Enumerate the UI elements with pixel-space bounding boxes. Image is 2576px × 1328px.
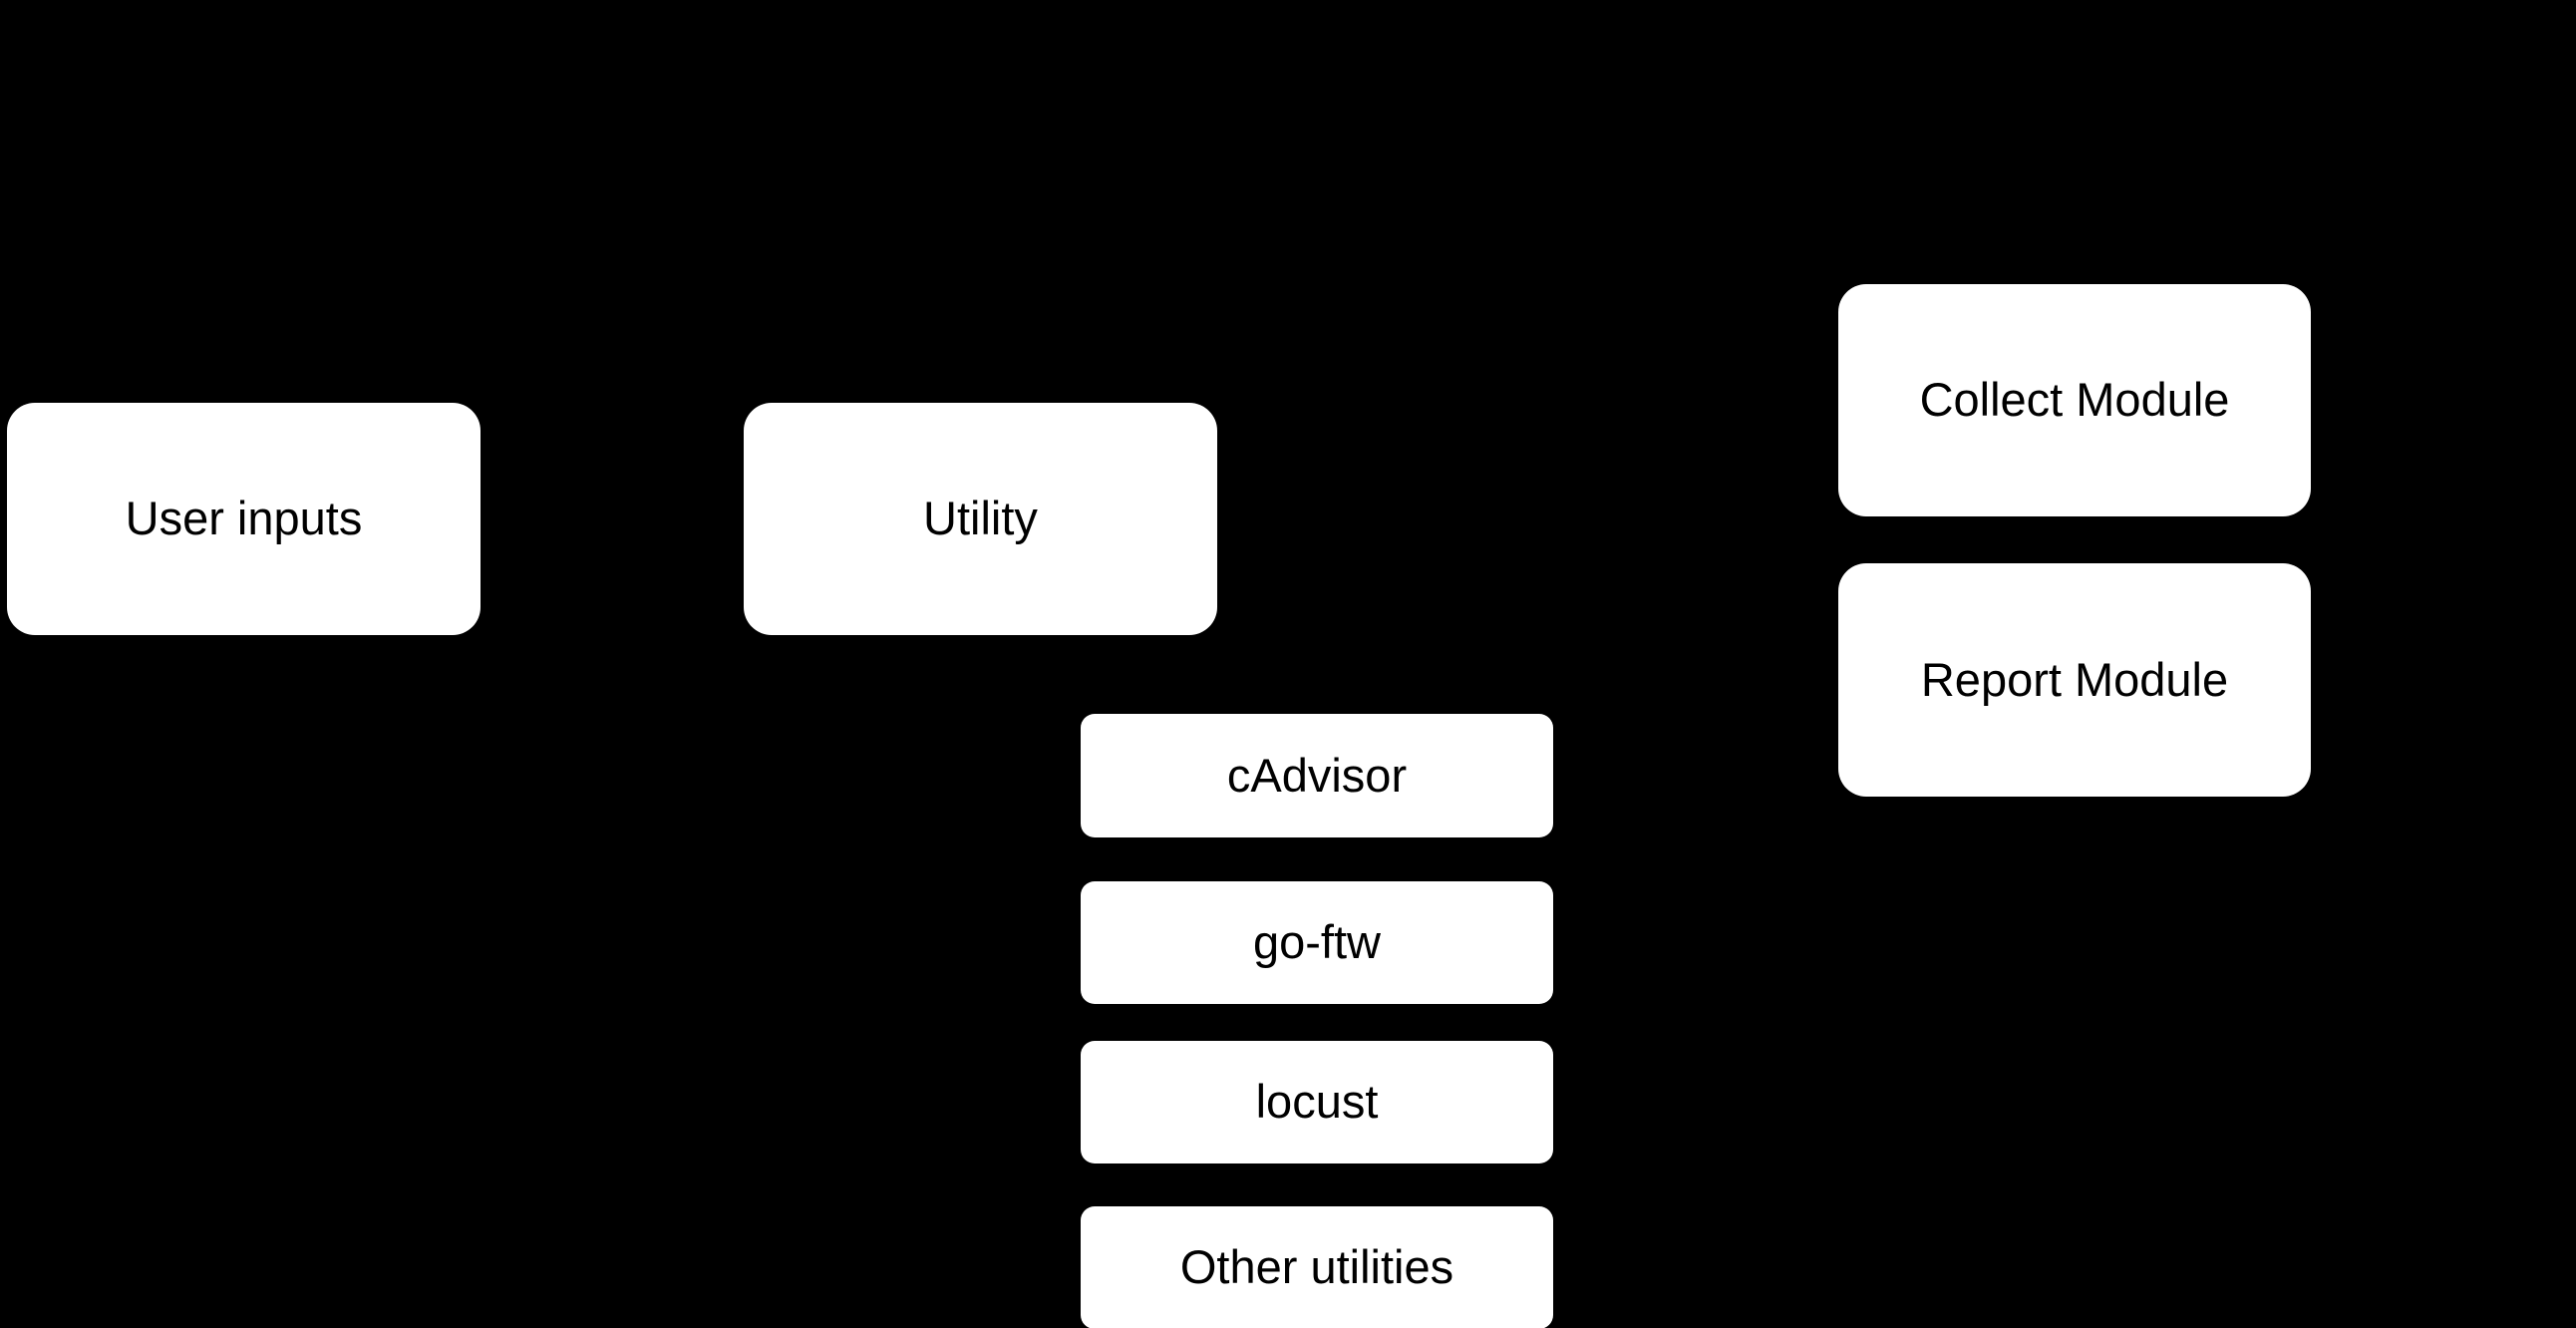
node-other-utilities-label: Other utilities <box>1179 1240 1454 1294</box>
node-user-inputs-label: User inputs <box>125 492 363 545</box>
node-cadvisor: cAdvisor <box>1081 714 1553 837</box>
node-collect-module-label: Collect Module <box>1919 373 2230 427</box>
node-utility-label: Utility <box>923 492 1038 545</box>
node-locust: locust <box>1081 1041 1553 1163</box>
node-utility: Utility <box>744 403 1217 635</box>
node-cadvisor-label: cAdvisor <box>1226 748 1408 802</box>
node-go-ftw-label: go-ftw <box>1253 915 1381 969</box>
node-collect-module: Collect Module <box>1838 284 2311 516</box>
node-user-inputs: User inputs <box>7 403 481 635</box>
node-report-module-label: Report Module <box>1920 652 2229 706</box>
node-report-module: Report Module <box>1838 563 2311 797</box>
node-locust-label: locust <box>1255 1075 1379 1129</box>
node-go-ftw: go-ftw <box>1081 881 1553 1004</box>
node-other-utilities: Other utilities <box>1081 1206 1553 1328</box>
